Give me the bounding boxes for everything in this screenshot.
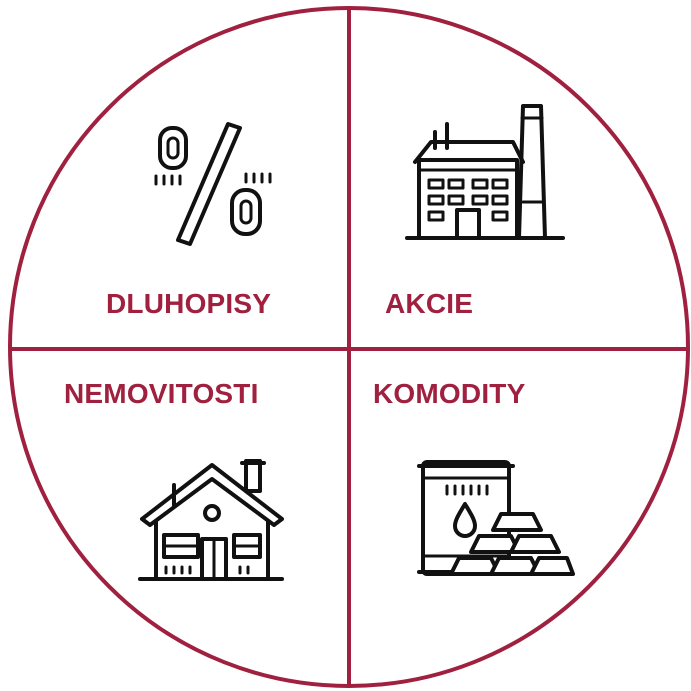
label-komodity: KOMODITY — [373, 378, 526, 409]
house-icon — [136, 455, 286, 585]
label-nemovitosti: NEMOVITOSTI — [64, 378, 259, 409]
label-dluhopisy: DLUHOPISY — [106, 288, 272, 319]
barrel-gold-icon — [415, 452, 575, 582]
label-akcie: AKCIE — [385, 288, 474, 319]
percent-icon — [148, 118, 278, 248]
factory-icon — [405, 98, 565, 243]
